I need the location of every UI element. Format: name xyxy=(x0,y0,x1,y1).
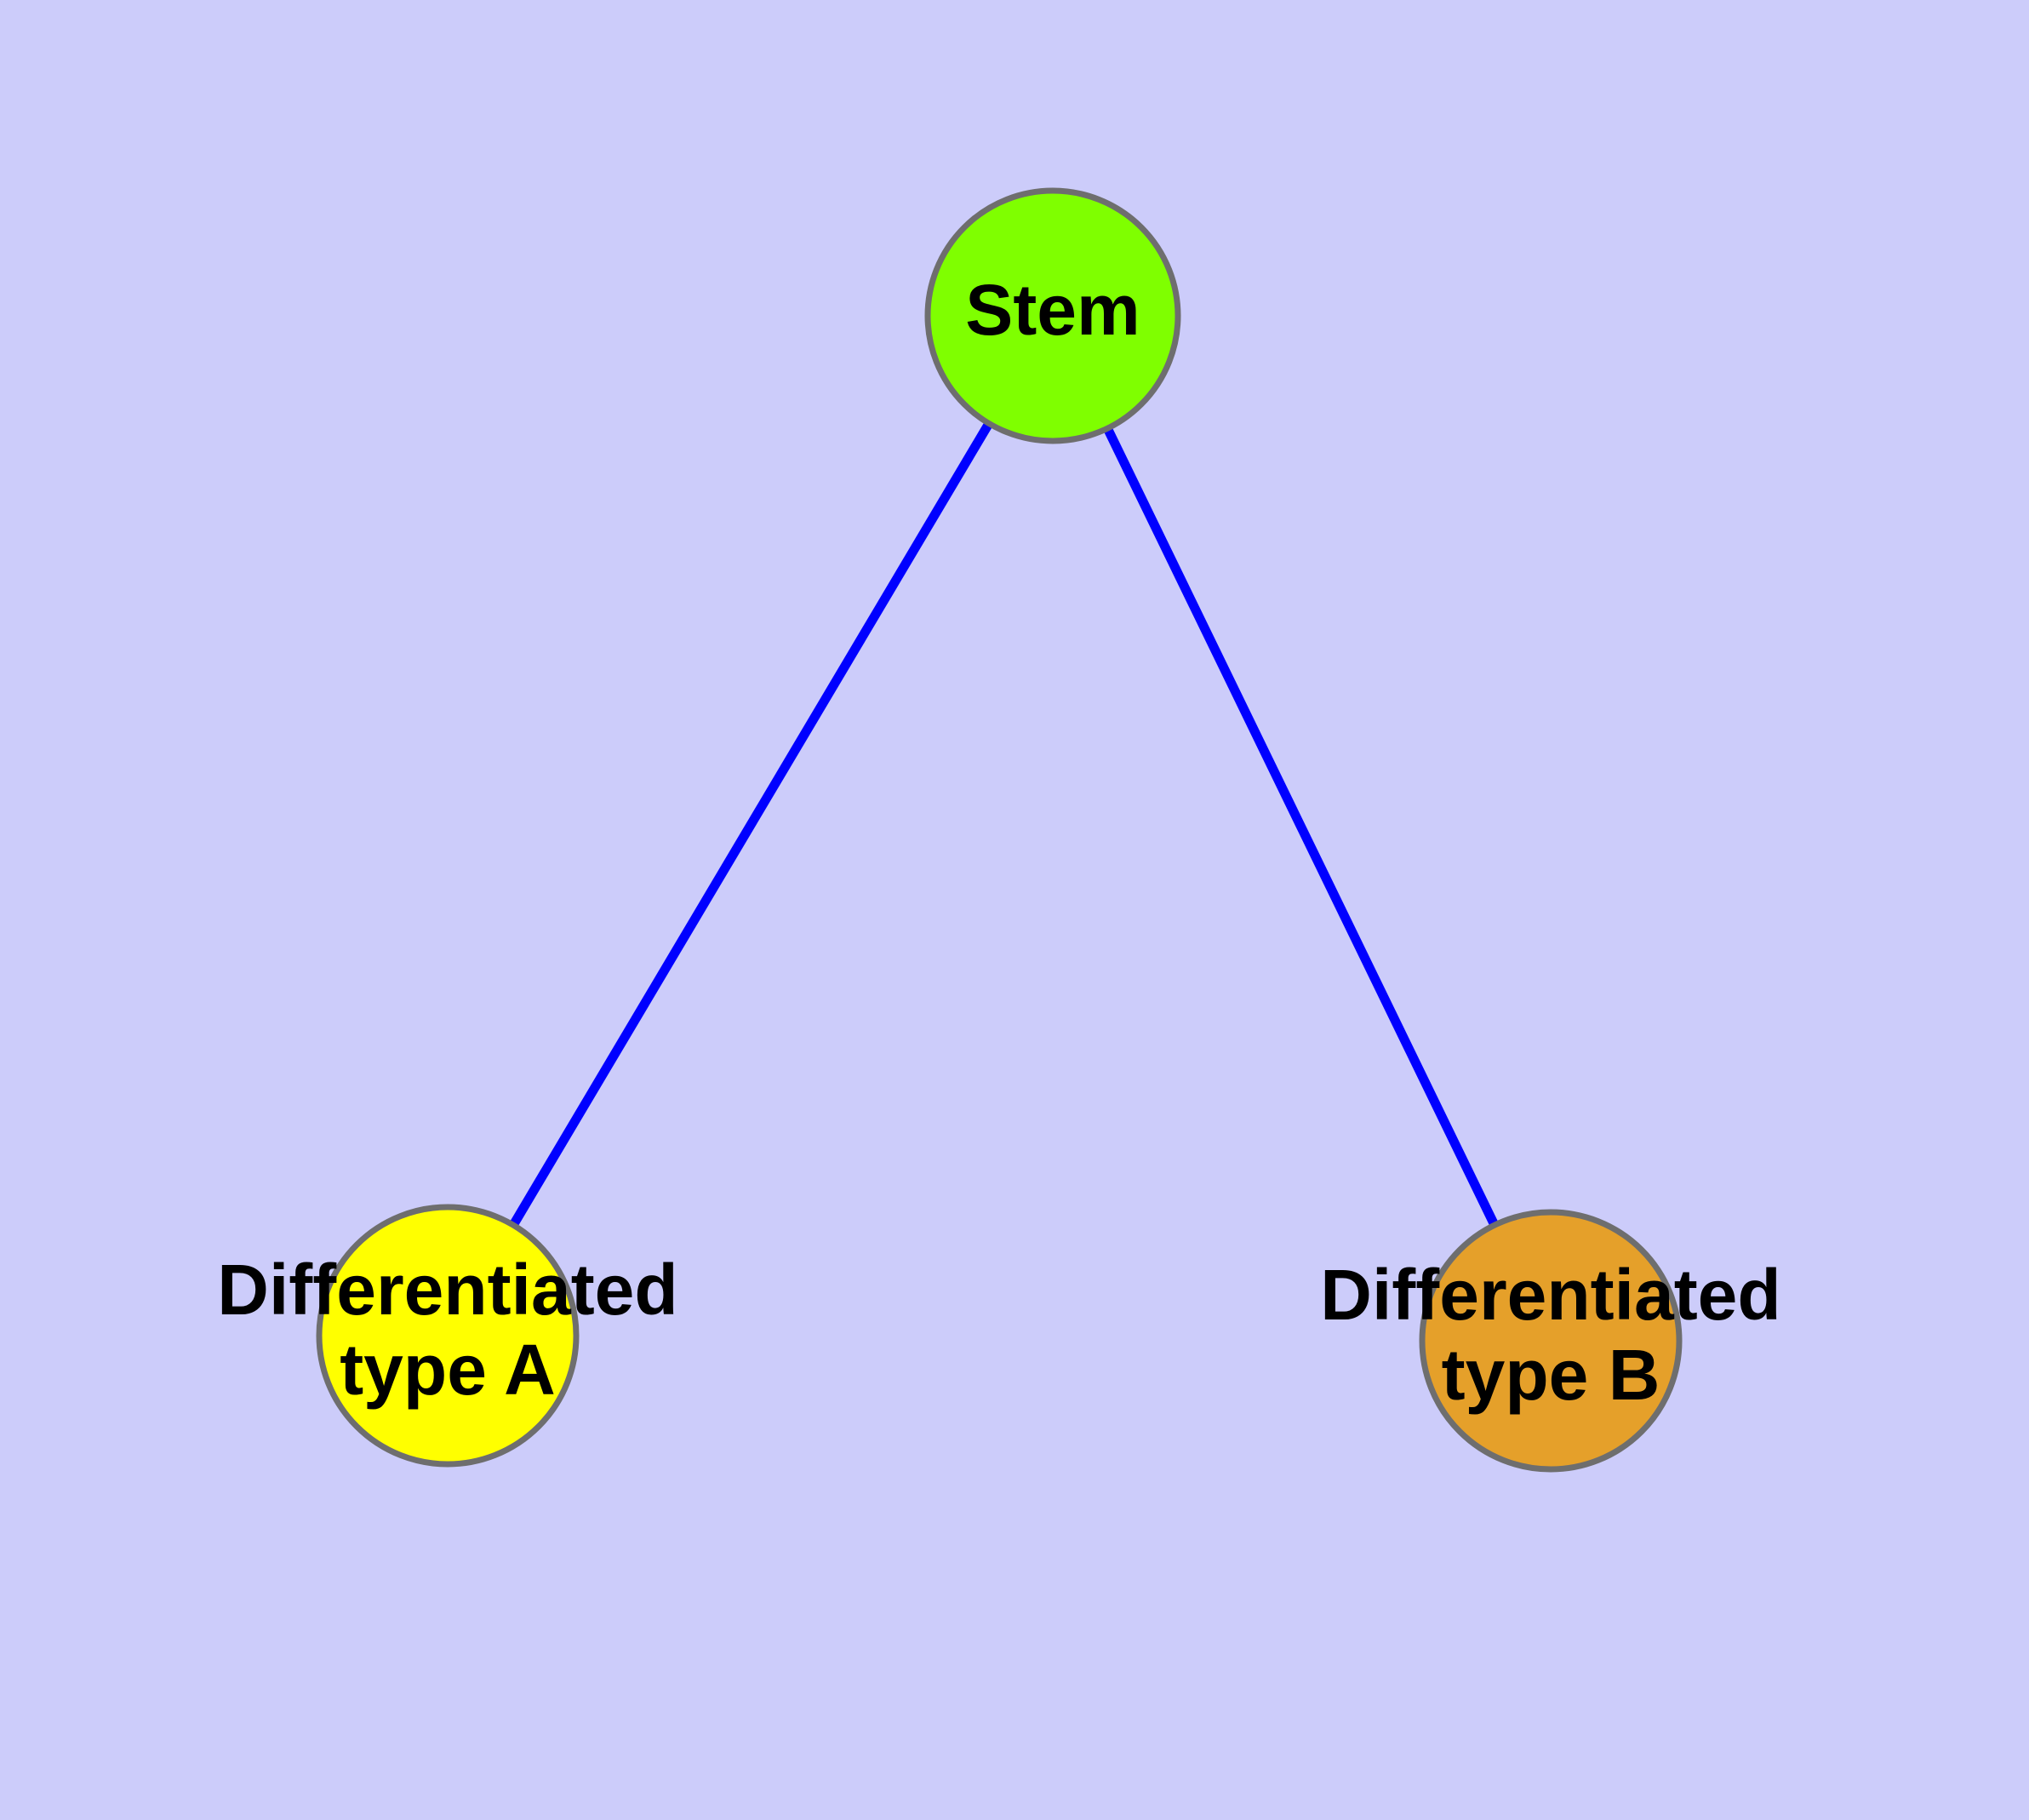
edges-layer xyxy=(509,421,1499,1228)
node-label-line: type A xyxy=(340,1330,556,1410)
node-label-stem: Stem xyxy=(965,270,1140,350)
node-label-line: Stem xyxy=(965,270,1140,350)
node-label-line: Differentiated xyxy=(1320,1255,1780,1335)
node-label-line: Differentiated xyxy=(217,1250,677,1330)
graph-edge-stem-to-diff-b[interactable] xyxy=(1103,426,1499,1228)
node-circle-diff-b[interactable] xyxy=(1419,1209,1683,1473)
node-circle-diff-a[interactable] xyxy=(316,1204,580,1468)
graph-node-stem[interactable]: Stem xyxy=(924,187,1181,444)
node-label-line: type B xyxy=(1442,1335,1660,1415)
node-circle-stem[interactable] xyxy=(924,187,1181,444)
graph-edge-stem-to-diff-a[interactable] xyxy=(509,421,993,1228)
